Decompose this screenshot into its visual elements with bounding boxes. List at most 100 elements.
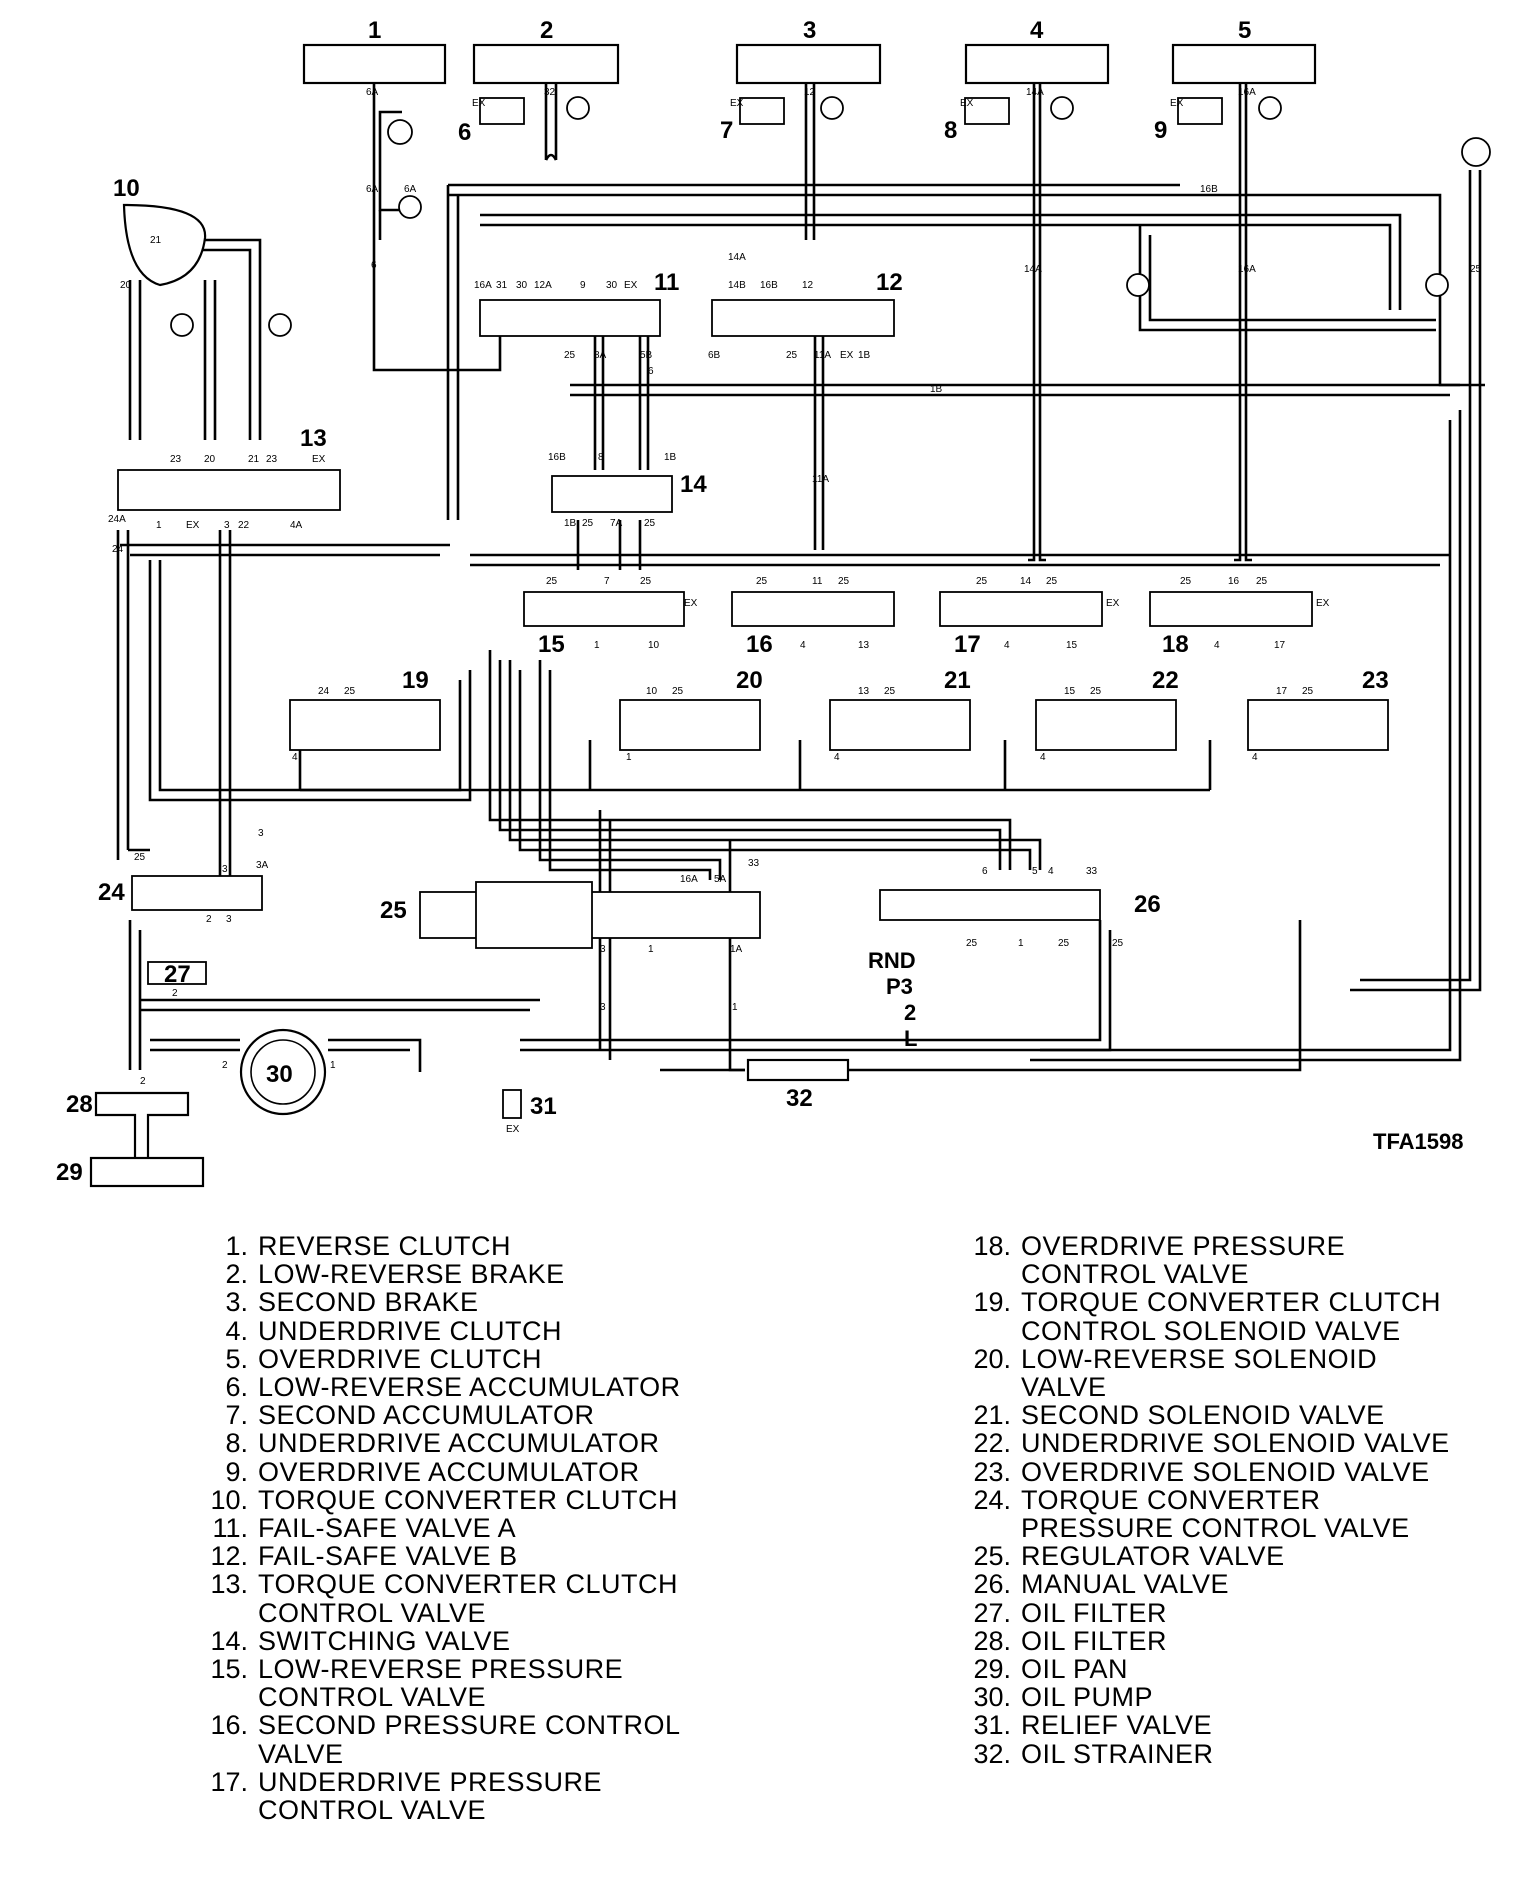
- callout: 21: [944, 667, 971, 694]
- legend-text: OIL FILTER: [1021, 1625, 1168, 1656]
- oil-filter-27: [147, 961, 207, 985]
- legend-number: 22.: [973, 1428, 1011, 1459]
- port-label: 24: [318, 686, 330, 697]
- legend-text: SWITCHING VALVE: [258, 1625, 511, 1656]
- port-label: 4: [834, 752, 840, 763]
- port-label: 1B: [858, 350, 871, 361]
- legend-item: 20.LOW-REVERSE SOLENOID VALVE: [963, 1345, 1450, 1402]
- port-label: 31: [496, 280, 508, 291]
- legend-item: 3.SECOND BRAKE: [200, 1288, 681, 1316]
- port-label: 7: [604, 576, 610, 587]
- legend-number: 2.: [225, 1259, 248, 1290]
- legend-number: 14.: [210, 1625, 248, 1656]
- spool-valves: [89, 299, 1389, 1188]
- overdrive-accumulator: [1177, 97, 1223, 125]
- port-label: 24: [112, 544, 124, 555]
- port-label: EX: [960, 98, 974, 109]
- legend-number: 21.: [973, 1400, 1011, 1431]
- legend-text: LOW-REVERSE ACCUMULATOR: [258, 1372, 681, 1403]
- legend-text: UNDERDRIVE SOLENOID VALVE: [1021, 1428, 1450, 1459]
- legend-number: 10.: [210, 1484, 248, 1515]
- friction-element-boxes: [302, 43, 1317, 85]
- callout: 3: [803, 17, 816, 44]
- port-label: 16B: [1200, 184, 1218, 195]
- port-label: 16A: [680, 874, 698, 885]
- callout: 15: [538, 631, 565, 658]
- port-label: 3: [224, 520, 230, 531]
- port-label: 17: [1276, 686, 1288, 697]
- port-label: 15: [1064, 686, 1076, 697]
- legend-text: TORQUE CONVERTER PRESSURE CONTROL VALVE: [1021, 1484, 1410, 1544]
- legend-text: OIL FILTER: [1021, 1597, 1168, 1628]
- port-label: 20: [120, 280, 132, 291]
- port-label: 23: [266, 454, 278, 465]
- low-reverse-brake-box: [472, 43, 620, 85]
- port-label: 30: [606, 280, 618, 291]
- port-label: 24A: [108, 514, 126, 525]
- port-label: 11: [812, 576, 823, 587]
- port-label: 1A: [730, 944, 743, 955]
- manual-valve: [879, 889, 1101, 921]
- relief-valve: [502, 1089, 522, 1119]
- port-label: 20: [204, 454, 216, 465]
- second-solenoid-valve: [829, 699, 971, 751]
- torque-converter-pressure-control-valve: [131, 875, 263, 911]
- low-reverse-pressure-control-valve: [523, 591, 685, 627]
- low-reverse-accumulator: [479, 97, 525, 125]
- port-label: 8: [598, 452, 604, 463]
- port-label: 6: [982, 866, 988, 877]
- legend-number: 5.: [225, 1343, 248, 1374]
- port-label: 1: [330, 1060, 336, 1071]
- underdrive-solenoid-valve: [1035, 699, 1177, 751]
- port-label: 3: [258, 828, 264, 839]
- legend-item: 13.TORQUE CONVERTER CLUTCH CONTROL VALVE: [200, 1570, 681, 1627]
- callout: 14: [680, 471, 707, 498]
- legend-text: REVERSE CLUTCH: [258, 1231, 512, 1261]
- port-label: 25: [1256, 576, 1268, 587]
- port-label: 2: [222, 1060, 228, 1071]
- callout: 12: [876, 269, 903, 296]
- port-label: 16: [1228, 576, 1240, 587]
- legend-item: 28.OIL FILTER: [963, 1627, 1450, 1655]
- callout: 18: [1162, 631, 1189, 658]
- callout: 7: [720, 117, 733, 144]
- legend-text: SECOND BRAKE: [258, 1287, 479, 1318]
- port-label: EX: [472, 98, 486, 109]
- legend-number: 18.: [973, 1231, 1011, 1261]
- oil-pump: [239, 1028, 327, 1116]
- legend-item: 9.OVERDRIVE ACCUMULATOR: [200, 1457, 681, 1486]
- port-label: 2: [140, 1076, 146, 1087]
- legend-text: FAIL-SAFE VALVE A: [258, 1513, 517, 1544]
- port-label: 25: [1112, 938, 1124, 949]
- legend-number: 19.: [973, 1287, 1011, 1318]
- legend-text: OIL PUMP: [1021, 1682, 1154, 1713]
- legend-item: 19.TORQUE CONVERTER CLUTCH CONTROL SOLEN…: [963, 1287, 1450, 1345]
- legend-number: 17.: [210, 1766, 248, 1797]
- accumulators: [387, 96, 1491, 297]
- port-label: EX: [684, 598, 698, 609]
- legend-number: 6.: [225, 1372, 248, 1403]
- port-label: EX: [186, 520, 200, 531]
- legend-item: 18.OVERDRIVE PRESSURE CONTROL VALVE: [963, 1231, 1450, 1289]
- port-label: 25: [756, 576, 768, 587]
- port-label: EX: [1170, 98, 1184, 109]
- port-label: 7A: [610, 518, 623, 529]
- callout: 24: [98, 879, 125, 906]
- port-label: 25: [966, 938, 978, 949]
- port-label: 1B: [564, 518, 577, 529]
- hydraulic-circuit-diagram: 6A 32 12 14A 16A EX EX EX EX 6A 6A 6 21 …: [56, 17, 1491, 1188]
- port-label: 25: [1090, 686, 1102, 697]
- callout: 19: [402, 667, 429, 694]
- port-label: 3: [600, 944, 606, 955]
- legend-item: 17.UNDERDRIVE PRESSURE CONTROL VALVE: [200, 1766, 681, 1825]
- port-label: 3: [222, 864, 228, 875]
- legend-text: UNDERDRIVE CLUTCH: [258, 1315, 563, 1346]
- port-label: 4: [1048, 866, 1054, 877]
- figure-id: TFA1598: [1373, 1129, 1464, 1154]
- callout: 31: [530, 1093, 557, 1120]
- legend-text: MANUAL VALVE: [1021, 1569, 1230, 1600]
- port-label: 25: [1180, 576, 1192, 587]
- port-label: 1: [1018, 938, 1024, 949]
- legend-item: 22. UNDERDRIVE SOLENOID VALVE: [963, 1429, 1450, 1457]
